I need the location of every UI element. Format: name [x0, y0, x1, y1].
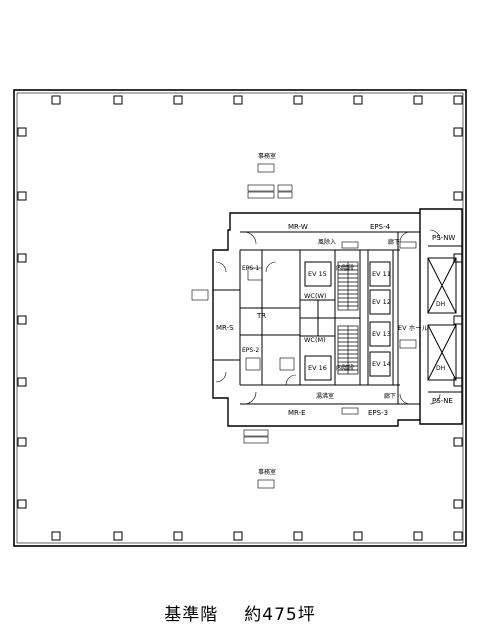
room-label-eps-3: EPS-3	[368, 409, 388, 417]
column-marker	[17, 377, 27, 387]
column-marker	[51, 95, 61, 105]
column-marker	[173, 95, 183, 105]
room-label-mr-s: MR-S	[216, 324, 234, 332]
column-marker	[233, 531, 243, 541]
column-marker	[453, 437, 463, 447]
core-block	[212, 208, 463, 427]
stair-treads	[337, 261, 359, 375]
floor-caption: 基準階 約475坪	[0, 600, 480, 625]
column-marker	[293, 95, 303, 105]
column-marker	[17, 127, 27, 137]
column-marker	[233, 95, 243, 105]
room-label-ev-11: EV 11	[372, 270, 391, 278]
room-label-office-n: 事務室	[258, 152, 276, 160]
room-label-machine-room-n: 風除入	[318, 238, 336, 246]
room-label-eps-4: EPS-4	[370, 223, 391, 231]
column-marker	[453, 191, 463, 201]
column-marker	[173, 531, 183, 541]
room-label-wc-m: WC(M)	[304, 336, 326, 344]
column-marker	[453, 315, 463, 325]
column-marker	[453, 127, 463, 137]
column-marker	[17, 315, 27, 325]
room-label-mr-w: MR-W	[288, 223, 308, 231]
room-label-ev-hall: EV ホール	[398, 324, 429, 332]
room-label-ev-16: EV 16	[308, 364, 327, 372]
dimension-tags	[191, 163, 417, 489]
column-marker	[453, 531, 463, 541]
room-label-stair-n: 内階段	[336, 264, 354, 272]
column-marker	[113, 531, 123, 541]
room-label-eps-1: EPS-1	[242, 265, 259, 272]
room-label-eps-2: EPS-2	[242, 347, 259, 354]
room-label-wc-w: WC(W)	[304, 292, 326, 300]
column-marker	[453, 499, 463, 509]
floor-label: 基準階	[164, 605, 219, 625]
room-label-ps-ne: PS-NE	[432, 397, 453, 405]
outer-wall	[13, 89, 467, 547]
column-marker	[353, 531, 363, 541]
room-label-machine-room-s: 湯沸室	[316, 392, 334, 400]
room-labels: MR-W MR-E MR-S EPS-4 EPS-3 EPS-1 EPS-2 P…	[216, 152, 455, 476]
column-marker	[17, 499, 27, 509]
column-marker	[413, 95, 423, 105]
room-label-dh-1: DH	[436, 301, 445, 308]
room-label-ev-14: EV 14	[372, 360, 391, 368]
room-label-tr: TR	[256, 312, 266, 320]
room-label-corridor-s: 廊下	[384, 392, 396, 400]
room-label-ev-15: EV 15	[308, 270, 327, 278]
column-marker	[353, 95, 363, 105]
room-label-ps-nw: PS-NW	[432, 234, 455, 242]
column-marker	[413, 531, 423, 541]
column-marker	[113, 95, 123, 105]
structural-columns	[17, 95, 463, 541]
room-label-stair-s: 内階段	[336, 364, 354, 372]
room-label-ev-12: EV 12	[372, 298, 391, 306]
room-label-mr-e: MR-E	[288, 409, 306, 417]
room-label-corridor-n: 廊下	[388, 238, 400, 246]
column-marker	[17, 191, 27, 201]
doors	[215, 229, 441, 405]
floor-plan: MR-W MR-E MR-S EPS-4 EPS-3 EPS-1 EPS-2 P…	[13, 89, 467, 547]
column-marker	[51, 531, 61, 541]
column-marker	[17, 437, 27, 447]
column-marker	[293, 531, 303, 541]
column-marker	[453, 95, 463, 105]
column-marker	[17, 253, 27, 263]
room-label-dh-2: DH	[436, 365, 445, 372]
room-label-office-s: 事務室	[258, 468, 276, 476]
area-label: 約475坪	[244, 605, 316, 625]
room-label-ev-13: EV 13	[372, 330, 391, 338]
